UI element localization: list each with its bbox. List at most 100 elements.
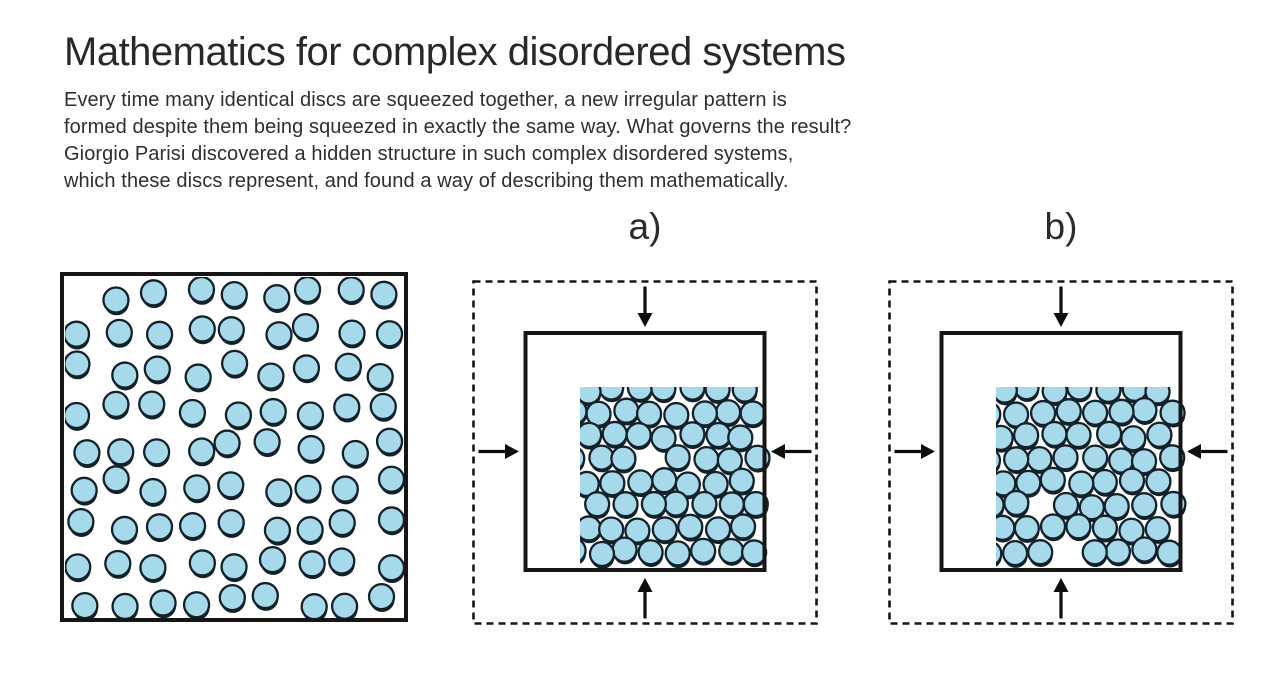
box-border <box>939 331 1183 572</box>
disc <box>1002 401 1030 428</box>
intro-line: Giorgio Parisi discovered a hidden struc… <box>64 143 794 165</box>
disc <box>138 390 166 418</box>
disc <box>187 277 216 304</box>
disc <box>1131 396 1158 424</box>
box-border <box>60 272 408 622</box>
disc <box>1003 489 1030 517</box>
disc <box>650 424 677 452</box>
disc <box>967 426 991 450</box>
disc-shadow <box>629 336 653 360</box>
disc-shadow <box>691 357 715 381</box>
disc <box>549 516 573 540</box>
disc <box>294 474 322 502</box>
disc <box>651 332 675 356</box>
intro-line: Every time many identical discs are sque… <box>64 89 787 111</box>
disc <box>536 542 560 566</box>
disc <box>1041 387 1068 405</box>
disc <box>251 581 279 610</box>
intro-line: which these discs represent, and found a… <box>64 170 789 192</box>
disc <box>263 284 291 312</box>
disc <box>702 470 729 498</box>
disc <box>538 356 562 380</box>
disc <box>635 400 663 427</box>
disc <box>640 490 668 518</box>
disc <box>964 515 988 539</box>
disc <box>996 514 1016 541</box>
disc <box>679 333 703 357</box>
panel-svg-b <box>888 280 1234 625</box>
disc <box>65 401 91 430</box>
disc <box>188 549 217 577</box>
disc <box>298 550 326 578</box>
squeeze-arrow-left-head <box>505 444 519 459</box>
disc <box>953 492 977 516</box>
disc <box>584 491 611 518</box>
disc <box>375 427 404 455</box>
disc <box>370 280 398 308</box>
disc <box>65 320 91 348</box>
disc <box>257 362 285 390</box>
disc <box>1145 468 1172 495</box>
disc-shadow <box>1046 336 1070 360</box>
disc <box>949 445 973 469</box>
disc <box>949 540 973 564</box>
disc <box>679 421 706 448</box>
disc <box>718 537 745 565</box>
disc <box>253 428 281 456</box>
disc <box>184 363 212 391</box>
disc <box>1082 444 1109 471</box>
disc <box>300 593 328 621</box>
disc <box>580 515 602 542</box>
disc <box>962 379 986 403</box>
discs <box>941 332 1187 568</box>
disc <box>220 553 248 581</box>
panel-b-label: b) <box>1044 206 1078 247</box>
disc-shadow <box>965 472 989 496</box>
disc <box>1001 353 1025 377</box>
discs <box>536 332 771 569</box>
disc <box>1118 517 1145 544</box>
disc <box>976 356 1000 380</box>
disc-shadow <box>1030 357 1054 381</box>
panel-svg-a <box>472 280 818 625</box>
disc <box>612 491 639 518</box>
disc <box>178 398 207 427</box>
disc <box>739 400 766 427</box>
squeeze-arrow-top-head <box>637 313 653 327</box>
disc-shadow <box>942 471 966 495</box>
disc <box>1081 539 1108 566</box>
disc <box>690 354 714 378</box>
disc <box>637 539 664 566</box>
disc-shadow <box>950 543 974 567</box>
disc-shadow <box>705 334 729 358</box>
disc <box>102 390 130 419</box>
squeeze-arrow-left-head <box>921 444 935 459</box>
disc <box>691 400 719 427</box>
disc <box>1135 353 1159 377</box>
disc <box>265 321 293 349</box>
disc-shadow <box>1119 332 1143 356</box>
disc <box>265 478 293 506</box>
disc <box>292 354 321 382</box>
disc <box>691 490 718 518</box>
disc <box>611 536 638 563</box>
disc <box>139 554 167 582</box>
disc <box>1013 387 1040 401</box>
disc <box>328 508 356 537</box>
disc-shadow <box>1002 356 1026 380</box>
disc <box>1145 332 1169 356</box>
disc <box>627 469 654 496</box>
disc <box>1131 492 1158 519</box>
disc <box>107 438 135 466</box>
disc-shadow <box>550 426 574 450</box>
disc <box>1029 399 1057 427</box>
disc <box>258 545 287 574</box>
disc <box>941 469 965 493</box>
disc <box>996 492 1005 518</box>
disc <box>149 589 177 617</box>
disc <box>1095 387 1122 404</box>
disc <box>679 387 706 401</box>
disc <box>651 516 678 543</box>
disc-shadow <box>1056 355 1080 379</box>
disc <box>338 319 366 347</box>
